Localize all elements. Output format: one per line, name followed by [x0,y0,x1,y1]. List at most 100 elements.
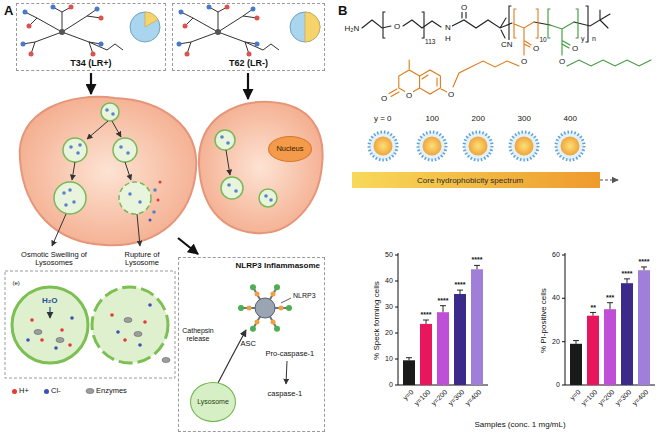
atom-label: H [445,34,451,43]
chemical-structure [383,12,424,38]
category-label: y=400 [631,388,650,407]
category-label: y=200 [597,388,616,407]
ion-dot [110,313,114,317]
series-label: 300 [518,114,531,123]
inflammasome-drawing [286,305,292,311]
lysosome-vesicle [215,130,235,150]
nanoparticle-dot [234,189,238,193]
nanoparticle-dot [72,200,76,204]
bar [403,269,650,385]
chart-axis [562,253,655,385]
inflammasome-drawing [255,292,260,297]
tick-label: 10 [385,355,393,363]
water-influx-arrow [49,307,50,318]
lysosome-vesicle [54,103,277,214]
inflammasome-drawing [250,326,256,332]
ion-dot [26,303,152,350]
inflammasome-drawing [271,319,276,324]
inflammasome-drawing [250,284,256,290]
micelle-sphere [418,132,446,160]
micelle-sphere [369,132,584,160]
micelle-sphere [423,137,442,156]
significance-mark: *** [606,294,614,302]
legend-text: Enzymes [96,387,127,396]
bar [437,312,449,385]
error-bar [406,265,647,360]
cell-body [20,97,323,245]
dendrimer-drawing [21,5,124,57]
nanoparticle-dot [227,183,231,187]
micelle-sphere [510,132,538,160]
inset-frame [5,271,175,378]
atom-label: O [558,57,566,66]
significance-mark: **** [622,270,633,278]
callout-label: (e) [13,280,20,287]
chemical-structure [441,22,534,92]
enzyme-symbol [34,318,170,394]
series-label: y = 0 [374,114,392,123]
error-bar [406,265,480,360]
uptake-arrow [90,73,92,94]
category-label: y=100 [413,388,432,407]
ion-dot [148,303,152,307]
series-label: 100 [426,114,439,123]
bar [570,344,582,385]
legend-text: H+ [19,387,29,396]
spectrum-arrow [600,179,618,180]
lysosome-vesicle [63,138,87,162]
node-text: Lysosome [197,398,229,406]
error-bar [573,267,647,344]
bar [420,324,432,385]
leader-line [281,298,291,303]
chemical-structure [550,22,651,66]
dendrimer-drawing [21,5,280,57]
cleavage-arrow [286,361,287,384]
chemical-structure [462,12,466,18]
atom-label: O [405,91,413,100]
enzyme-symbol [162,358,170,363]
nanoparticle-dot [62,191,66,195]
nanoparticle-dot [152,210,156,214]
inflammasome-drawing [274,284,280,290]
nanoparticle-dot [105,108,109,112]
legend-text: Cl- [51,387,61,396]
category-label: y=400 [464,388,483,407]
category-label: y=300 [447,388,466,407]
series-label: 400 [564,114,577,123]
nanoparticle-dot [69,145,73,149]
lysosome-vesicle [101,103,119,121]
nanoparticle-dot [153,188,157,192]
protein-label: caspase-1 [268,390,303,399]
atom-label: O [520,57,528,66]
trafficking-arrow [52,121,230,246]
subscript-label: y [581,35,585,43]
panel-letter: A [4,4,13,19]
nanoparticle-dot [269,198,273,202]
ion-dot [149,219,152,222]
nanoparticle-dot [68,188,72,192]
significance-mark: **** [421,311,432,319]
nucleus-ellipse: Nucleus [268,136,312,162]
cathepsin-arrow [218,330,246,383]
enzyme-symbol [86,389,94,394]
trafficking-arrow [112,121,121,137]
legend-swatch [44,389,49,394]
trafficking-arrow [226,150,230,175]
composition-pie [130,12,320,42]
atom-label: O [393,22,401,31]
inflammasome-drawing [279,306,284,311]
cell-body [20,97,197,245]
axis-title: % PI-positive cells [538,288,547,353]
dendrimer-drawing [177,5,280,57]
subscript-label: 10 [540,36,547,43]
chemical-structure [514,9,538,38]
ion-dot [157,199,160,202]
nanoparticle-dot [226,141,230,145]
ion-dot [30,318,34,322]
axis-title: Samples (conc. 1 mg/mL) [475,420,566,429]
inflammasome-drawing [241,287,289,329]
bar [621,283,633,385]
micelle-sphere [515,137,534,156]
chemical-structure [548,9,578,38]
